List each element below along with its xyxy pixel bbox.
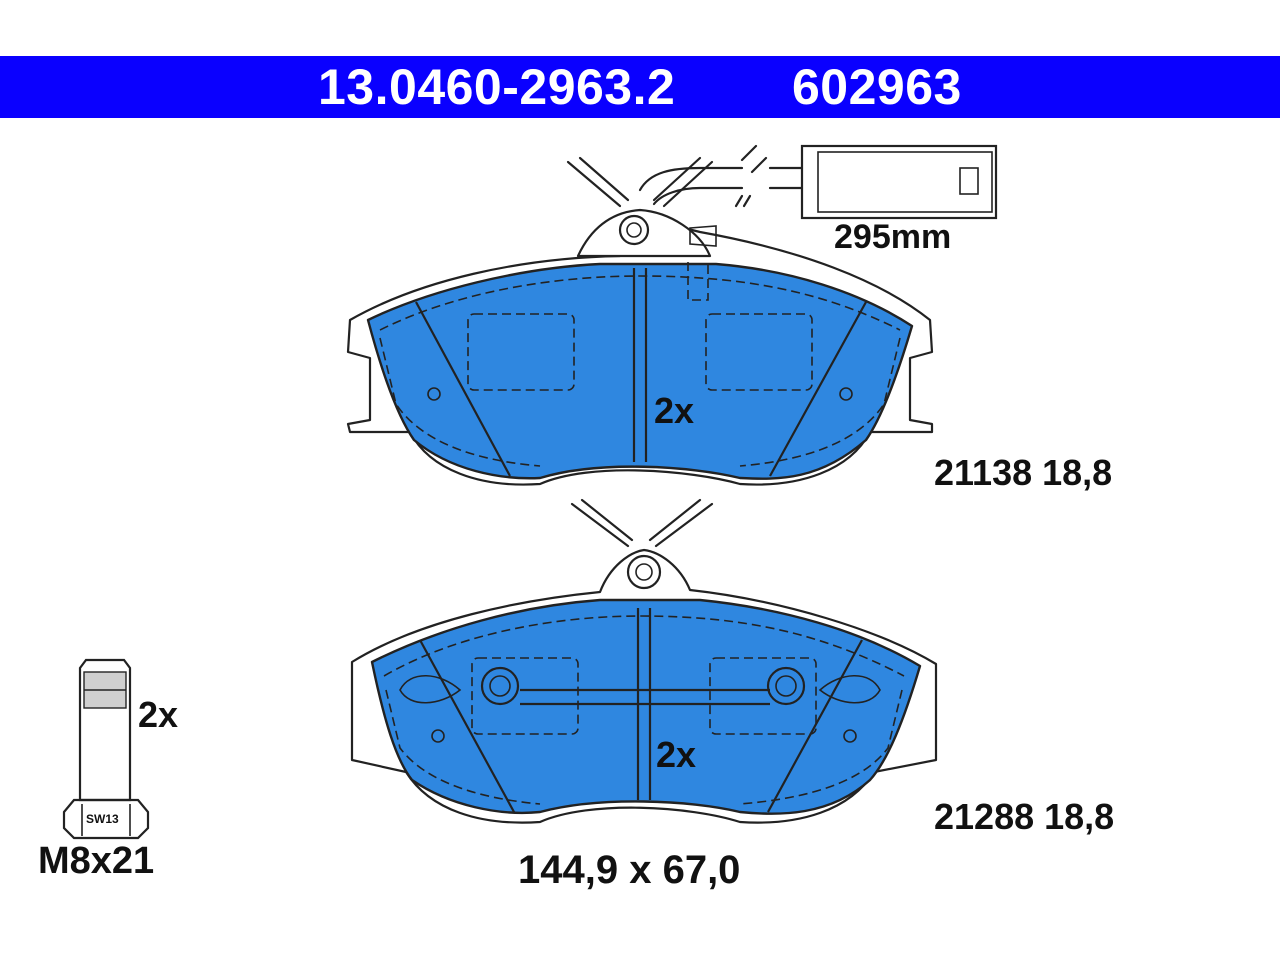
lower-pad-spec: 21288 18,8 <box>934 796 1115 837</box>
bolt-icon <box>62 658 150 840</box>
reference-number: 602963 <box>792 59 962 115</box>
bolt-quantity: 2x <box>138 694 179 735</box>
sensor-cable-length: 295mm <box>834 218 952 256</box>
brake-pad-lower <box>350 498 938 824</box>
bolt-size: M8x21 <box>38 840 155 882</box>
upper-pad-spec: 21138 18,8 <box>934 452 1113 493</box>
pad-dimensions: 144,9 x 67,0 <box>518 848 741 892</box>
lower-pad-quantity: 2x <box>656 734 697 775</box>
brake-pad-upper <box>346 208 934 486</box>
wear-sensor-icon <box>566 144 998 220</box>
part-number: 13.0460-2963.2 <box>318 59 676 115</box>
upper-pad-quantity: 2x <box>654 390 695 431</box>
bolt-wrench-size: SW13 <box>86 812 119 826</box>
header-bar: 13.0460-2963.2 602963 <box>0 56 1280 118</box>
